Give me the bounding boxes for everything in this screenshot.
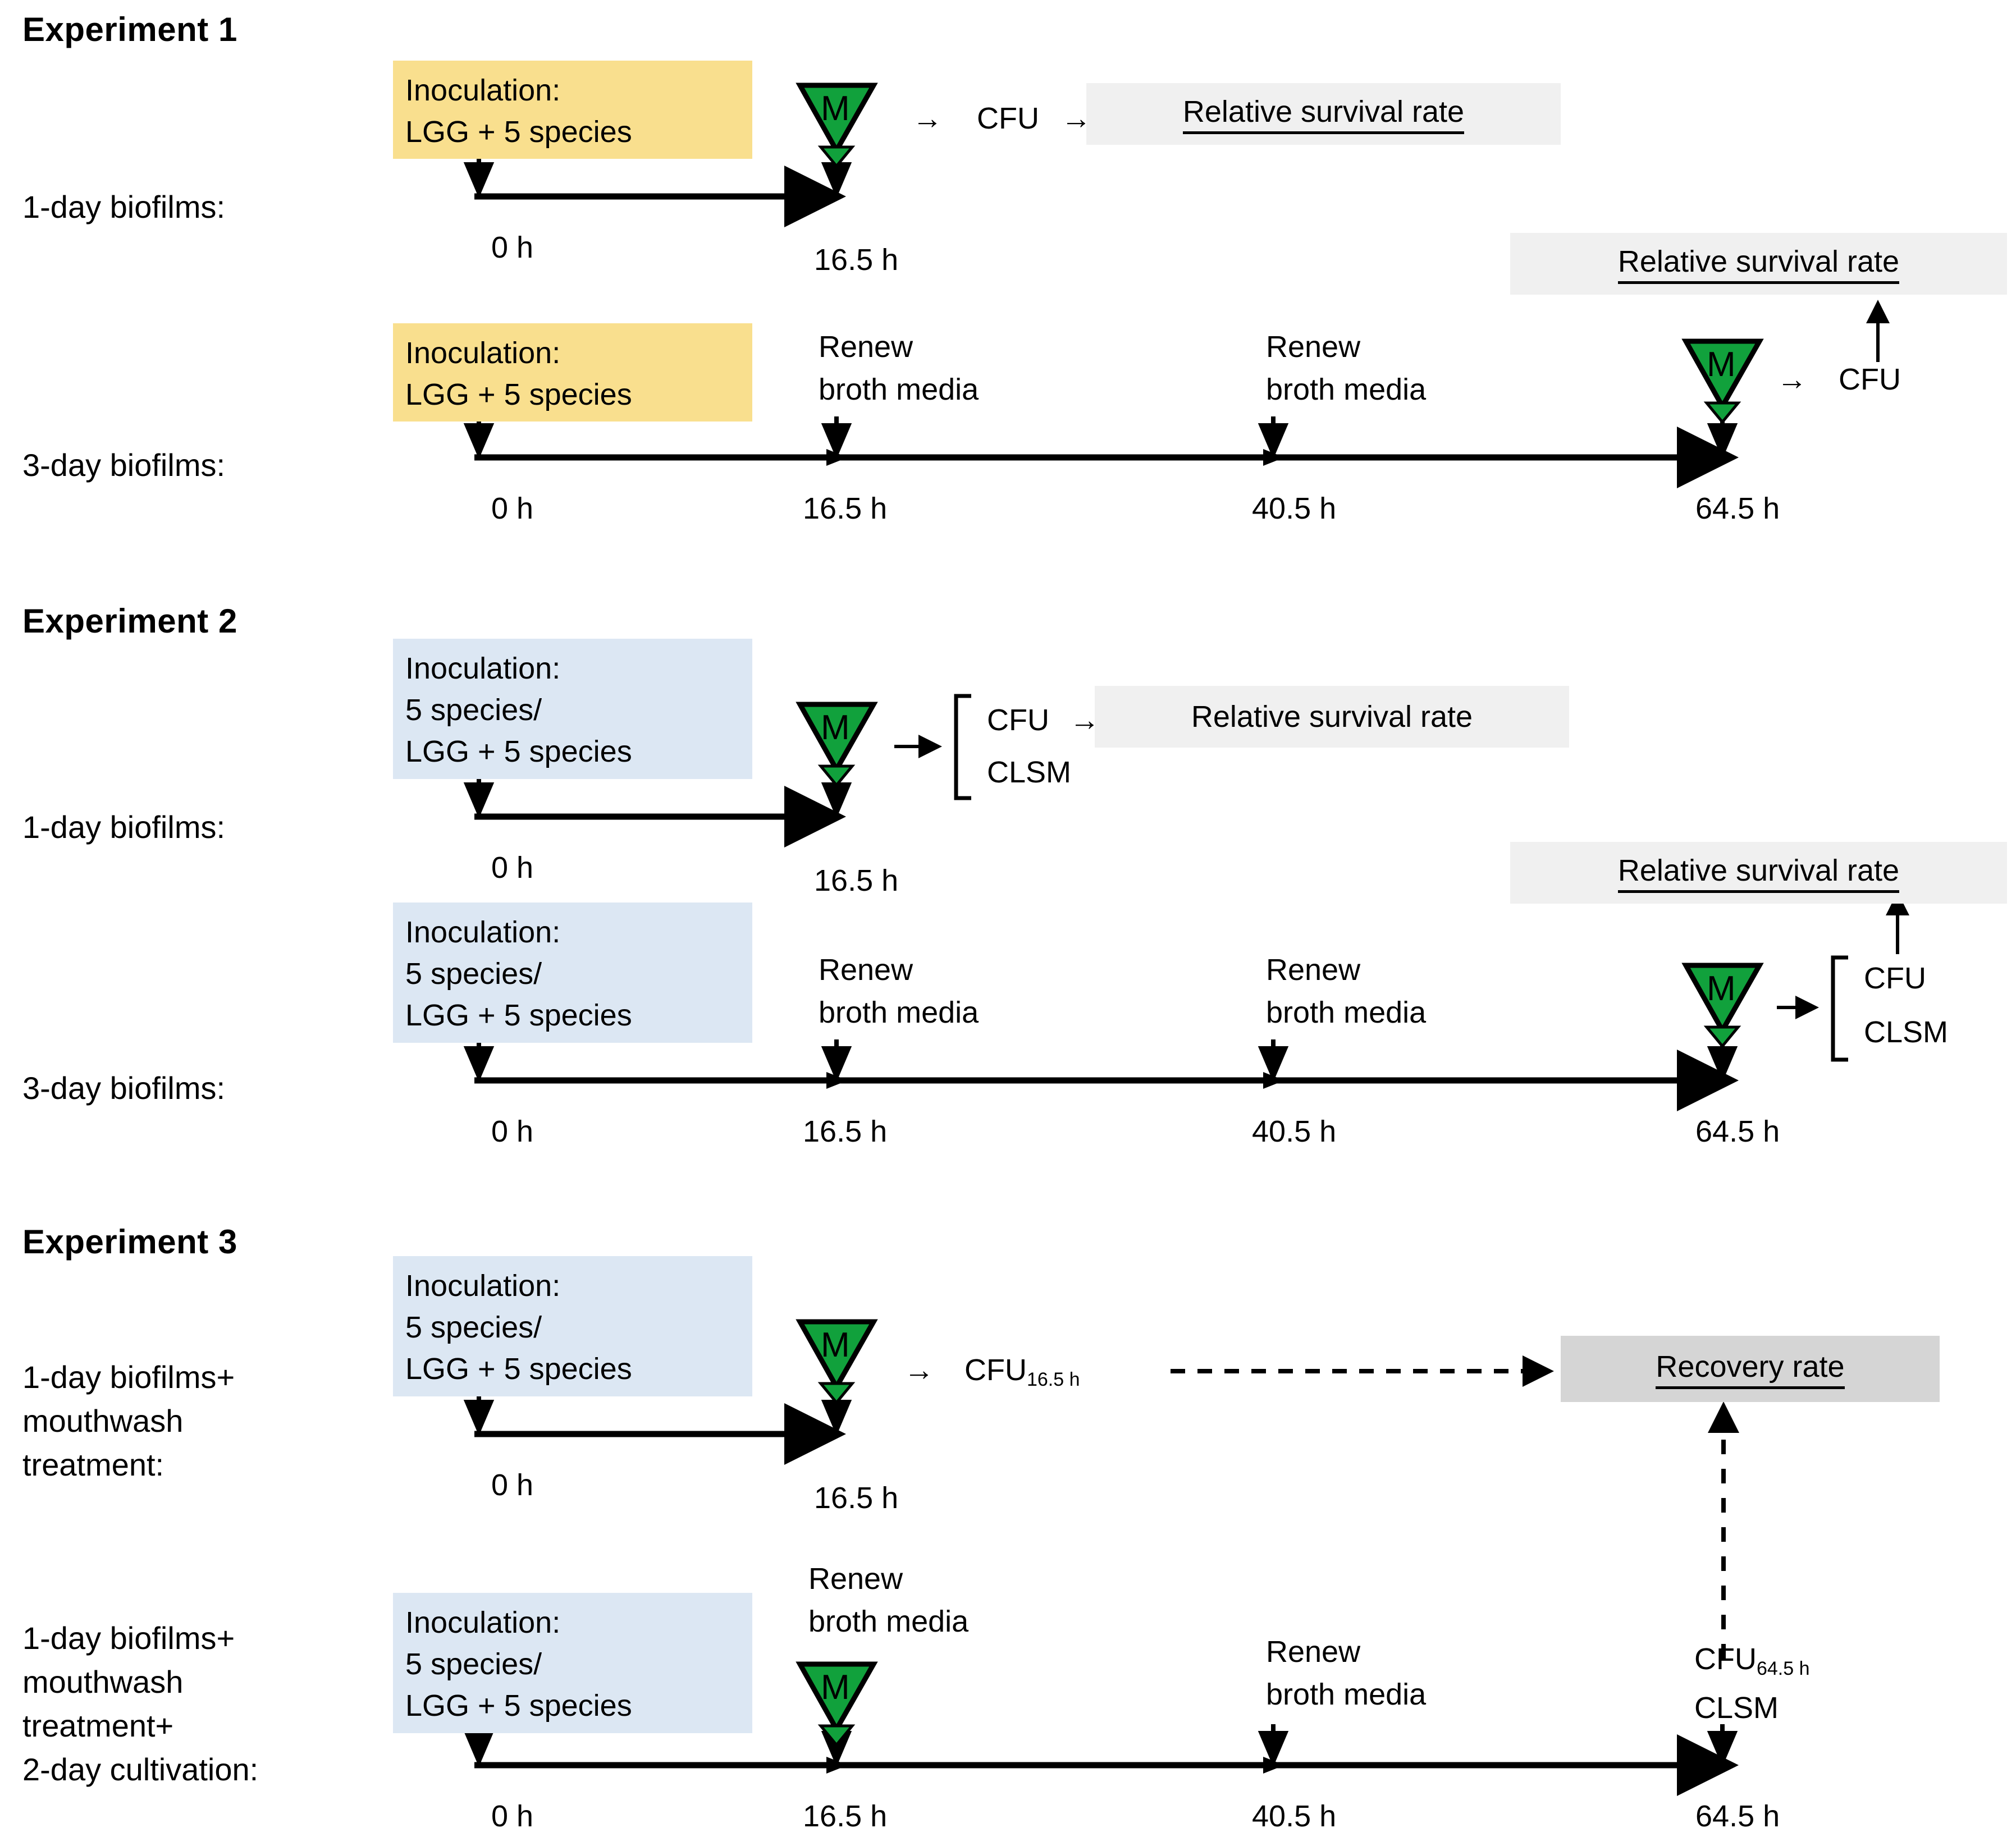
- time-label-64-5h: 64.5 h: [1695, 492, 1780, 525]
- time-label-16-5h: 16.5 h: [814, 1481, 899, 1515]
- time-label-16-5h: 16.5 h: [803, 1115, 888, 1148]
- outcome-text: Relative survival rate: [1191, 700, 1473, 734]
- time-label-16-5h: 16.5 h: [814, 243, 899, 277]
- time-label-64-5h: 64.5 h: [1695, 1799, 1780, 1833]
- time-label-40-5h: 40.5 h: [1252, 1115, 1337, 1148]
- outcome-text: Recovery rate: [1656, 1349, 1845, 1389]
- event-renew-broth-media-2: Renew broth media: [1266, 953, 1427, 1029]
- assay-cfu-base: CFU: [964, 1353, 1027, 1387]
- mouthwash-m-letter: M: [1707, 345, 1736, 384]
- assay-cfu-exp1-3day: CFU: [1839, 363, 1901, 396]
- time-label-16-5h: 16.5 h: [803, 492, 888, 525]
- arrow-glyph-right: →: [1777, 363, 1807, 396]
- row-label-exp3-row2: 1-day biofilms+ mouthwash treatment+ 2-d…: [22, 1620, 259, 1787]
- experiment-2-title: Experiment 2: [22, 602, 237, 640]
- row-label-exp2-3day: 3-day biofilms:: [22, 1070, 226, 1106]
- row-label-exp1-1day: 1-day biofilms:: [22, 189, 226, 225]
- time-label-0h: 0 h: [491, 231, 534, 264]
- time-label-16-5h: 16.5 h: [814, 864, 899, 897]
- outcome-relative-survival-rate-exp1-3day: Relative survival rate: [1510, 233, 2007, 295]
- mouthwash-m-letter: M: [1707, 969, 1736, 1008]
- outcome-text: Relative survival rate: [1182, 94, 1465, 134]
- assay-clsm-exp2-3day: CLSM: [1864, 1015, 1949, 1049]
- mouthwash-m-letter: M: [821, 708, 850, 747]
- assay-cfu-exp1-1day: CFU: [977, 102, 1039, 135]
- assay-cfu-base: CFU: [1694, 1642, 1757, 1676]
- assay-cfu-subscript: 64.5 h: [1756, 1658, 1810, 1679]
- assay-cfu-subscript: 16.5 h: [1026, 1369, 1080, 1390]
- time-label-0h: 0 h: [491, 1799, 534, 1833]
- time-label-40-5h: 40.5 h: [1252, 1799, 1337, 1833]
- time-label-16-5h: 16.5 h: [803, 1799, 888, 1833]
- experiment-1-title: Experiment 1: [22, 11, 237, 48]
- mouthwash-m-letter: M: [821, 1668, 850, 1707]
- assay-cfu-exp2-3day: CFU: [1864, 961, 1926, 995]
- event-renew-broth-media-1: Renew broth media: [819, 953, 979, 1029]
- event-renew-broth-media-1: Renew broth media: [808, 1562, 969, 1638]
- outcome-relative-survival-rate-exp1-1day: Relative survival rate: [1086, 83, 1561, 145]
- row-label-exp3-row1: 1-day biofilms+ mouthwash treatment:: [22, 1359, 235, 1482]
- time-label-64-5h: 64.5 h: [1695, 1115, 1780, 1148]
- event-renew-broth-media-2: Renew broth media: [1266, 1635, 1427, 1711]
- time-label-0h: 0 h: [491, 492, 534, 525]
- assay-clsm-exp2-1day: CLSM: [987, 755, 1072, 789]
- arrow-glyph-right: →: [912, 102, 943, 135]
- assay-cfu-exp2-1day: CFU: [987, 703, 1049, 737]
- inoculation-box-exp3-row2: Inoculation: 5 species/ LGG + 5 species: [393, 1593, 752, 1733]
- assay-cfu-64-5h-exp3: CFU64.5 h: [1694, 1642, 1810, 1679]
- assay-cfu-16-5h-exp3: CFU16.5 h: [964, 1353, 1080, 1390]
- inoculation-box-exp3-row1: Inoculation: 5 species/ LGG + 5 species: [393, 1256, 752, 1396]
- outcome-recovery-rate: Recovery rate: [1561, 1336, 1940, 1402]
- time-label-0h: 0 h: [491, 1115, 534, 1148]
- row-label-exp1-3day: 3-day biofilms:: [22, 447, 226, 483]
- time-label-0h: 0 h: [491, 851, 534, 885]
- outcome-relative-survival-rate-exp2-3day: Relative survival rate: [1510, 842, 2007, 904]
- time-label-40-5h: 40.5 h: [1252, 492, 1337, 525]
- outcome-text: Relative survival rate: [1617, 244, 1900, 284]
- event-renew-broth-media-1: Renew broth media: [819, 330, 979, 406]
- row-label-exp2-1day: 1-day biofilms:: [22, 809, 226, 845]
- experiment-3-title: Experiment 3: [22, 1223, 237, 1261]
- outcome-relative-survival-rate-exp2-1day: Relative survival rate: [1095, 686, 1569, 748]
- outcome-text: Relative survival rate: [1617, 853, 1900, 893]
- time-label-0h: 0 h: [491, 1468, 534, 1502]
- inoculation-box-exp2-3day: Inoculation: 5 species/ LGG + 5 species: [393, 903, 752, 1043]
- arrow-glyph-right: →: [904, 1353, 934, 1387]
- mouthwash-m-letter: M: [821, 89, 850, 128]
- inoculation-box-exp1-1day: Inoculation: LGG + 5 species: [393, 61, 752, 159]
- inoculation-box-exp2-1day: Inoculation: 5 species/ LGG + 5 species: [393, 639, 752, 779]
- event-renew-broth-media-2: Renew broth media: [1266, 330, 1427, 406]
- mouthwash-m-letter: M: [821, 1326, 850, 1364]
- inoculation-box-exp1-3day: Inoculation: LGG + 5 species: [393, 323, 752, 422]
- assay-clsm-exp3-row2: CLSM: [1694, 1691, 1779, 1725]
